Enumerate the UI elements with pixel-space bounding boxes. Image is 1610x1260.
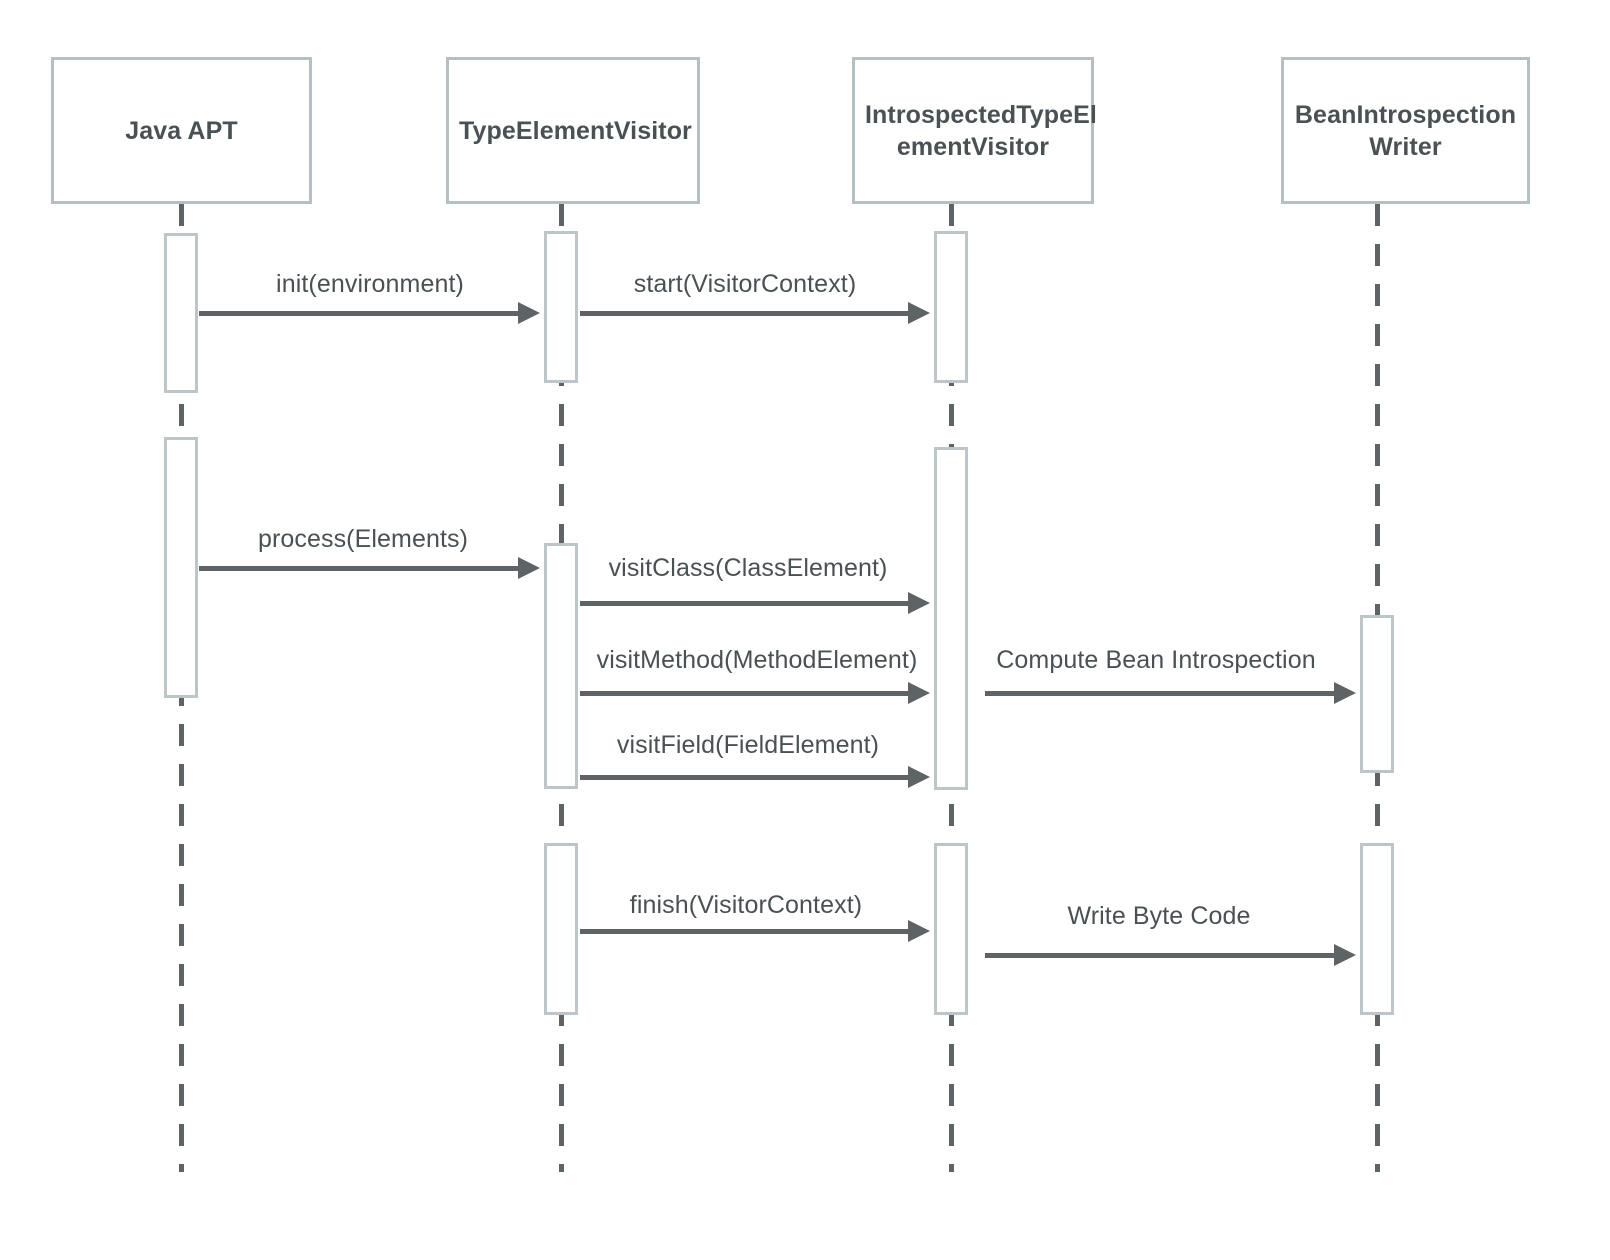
message-line: [580, 775, 912, 780]
arrow-head-icon: [908, 920, 930, 942]
participant-label-type-element-visitor: TypeElementVisitor: [459, 115, 692, 147]
arrow-head-icon: [518, 557, 540, 579]
message-label-write-byte-code: Write Byte Code: [1067, 902, 1251, 930]
activation-bar-introspected-type-element-visitor: [934, 843, 968, 1015]
activation-bar-bean-introspection-writer: [1360, 615, 1394, 773]
message-line: [985, 953, 1338, 958]
participant-box-java-apt[interactable]: Java APT: [51, 57, 312, 204]
activation-bar-type-element-visitor: [544, 231, 578, 383]
participant-label-line: BeanIntrospection: [1294, 100, 1517, 129]
activation-bar-introspected-type-element-visitor: [934, 447, 968, 790]
message-line: [580, 691, 912, 696]
participant-label-line: ementVisitor: [896, 132, 1050, 161]
participant-box-type-element-visitor[interactable]: TypeElementVisitor: [446, 57, 700, 204]
participant-label-line: IntrospectedTypeEl: [865, 100, 1097, 129]
arrow-head-icon: [518, 302, 540, 324]
activation-bar-bean-introspection-writer: [1360, 843, 1394, 1015]
message-line: [199, 311, 522, 316]
activation-bar-type-element-visitor: [544, 843, 578, 1015]
message-label-visitfield-fieldelement: visitField(FieldElement): [616, 731, 880, 759]
message-label-init-environment: init(environment): [276, 270, 464, 298]
participant-box-introspected-type-element-visitor[interactable]: IntrospectedTypeEl ementVisitor: [852, 57, 1097, 204]
arrow-head-icon: [908, 766, 930, 788]
message-line: [580, 311, 912, 316]
message-line: [199, 566, 522, 571]
arrow-head-icon: [908, 592, 930, 614]
arrow-head-icon: [1334, 944, 1356, 966]
activation-bar-java-apt: [164, 233, 198, 393]
arrow-head-icon: [908, 302, 930, 324]
arrow-head-icon: [1334, 682, 1356, 704]
activation-bar-java-apt: [164, 437, 198, 698]
activation-bar-type-element-visitor: [544, 543, 578, 789]
participant-label-introspected-type-element-visitor: IntrospectedTypeEl ementVisitor: [865, 99, 1097, 163]
participant-label-line: Writer: [1369, 132, 1442, 161]
participant-label-java-apt: Java APT: [64, 115, 299, 147]
participant-label-line: TypeElementVisitor: [459, 116, 692, 145]
message-label-start-visitorcontext: start(VisitorContext): [633, 270, 857, 298]
message-label-finish-visitorcontext: finish(VisitorContext): [629, 891, 863, 919]
activation-bar-introspected-type-element-visitor: [934, 231, 968, 383]
arrow-head-icon: [908, 682, 930, 704]
message-line: [985, 691, 1338, 696]
message-label-compute-bean-introspection: Compute Bean Introspection: [996, 646, 1316, 674]
message-line: [580, 929, 912, 934]
message-line: [580, 601, 912, 606]
participant-label-line: Java APT: [125, 116, 238, 145]
message-label-visitclass-classelement: visitClass(ClassElement): [608, 554, 888, 582]
message-label-visitmethod-methodelement: visitMethod(MethodElement): [596, 646, 918, 674]
message-label-process-elements: process(Elements): [257, 525, 469, 553]
